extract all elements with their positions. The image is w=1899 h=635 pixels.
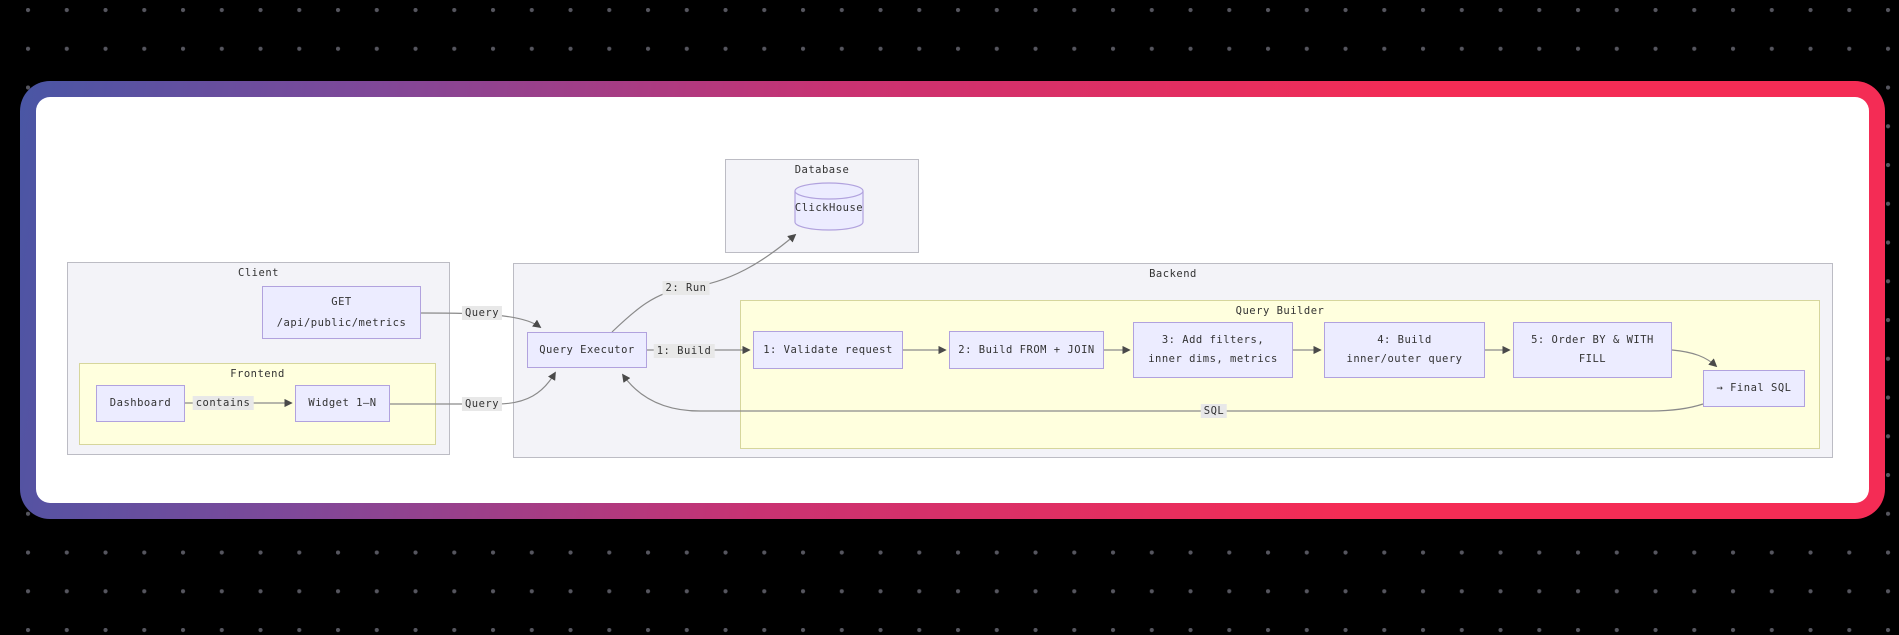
node-final-sql-label: → Final SQL [1716, 382, 1792, 394]
cluster-query-builder-title: Query Builder [1235, 305, 1325, 317]
node-widget: Widget 1–N [295, 385, 390, 422]
edge-label-build: 1: Build [653, 344, 715, 358]
node-step5-line2: FILL [1578, 353, 1607, 365]
edge-label-run: 2: Run [662, 281, 710, 295]
node-clickhouse-label: ClickHouse [794, 202, 864, 214]
node-query-executor: Query Executor [527, 332, 647, 368]
node-clickhouse: ClickHouse [794, 182, 864, 232]
edge-label-query-get: Query [461, 306, 503, 320]
node-widget-label: Widget 1–N [308, 397, 377, 409]
edge-label-sql: SQL [1200, 404, 1228, 418]
node-step1-validate: 1: Validate request [753, 331, 903, 369]
edge-step5-to-finalsql [1671, 349, 1718, 368]
node-query-executor-label: Query Executor [539, 343, 635, 356]
node-step4-line1: 4: Build [1377, 334, 1432, 346]
node-dashboard-label: Dashboard [109, 397, 172, 409]
node-dashboard: Dashboard [96, 385, 185, 422]
cluster-frontend-title: Frontend [230, 368, 285, 380]
cluster-client-title: Client [238, 267, 279, 279]
node-final-sql: → Final SQL [1703, 370, 1805, 407]
node-get-endpoint-line1: GET [331, 295, 352, 308]
node-get-endpoint: GET /api/public/metrics [262, 286, 421, 339]
node-step5-line1: 5: Order BY & WITH [1531, 334, 1654, 346]
node-step1-label: 1: Validate request [763, 343, 893, 356]
edge-finalsql-to-executor [622, 373, 1704, 412]
cluster-backend-title: Backend [1149, 268, 1197, 280]
node-step3-line2: inner dims, metrics [1148, 353, 1278, 365]
node-step3-add-filters: 3: Add filters, inner dims, metrics [1133, 322, 1293, 378]
cluster-database: Database [725, 159, 919, 253]
database-cylinder-icon [794, 182, 864, 231]
node-step2-label: 2: Build FROM + JOIN [958, 343, 1095, 356]
cluster-database-title: Database [794, 164, 850, 176]
node-step5-order-by-with-fill: 5: Order BY & WITH FILL [1513, 322, 1672, 378]
node-step3-line1: 3: Add filters, [1161, 334, 1265, 346]
node-step2-build-from-join: 2: Build FROM + JOIN [949, 331, 1104, 369]
node-step4-line2: inner/outer query [1346, 353, 1463, 365]
node-step4-build-inner-outer: 4: Build inner/outer query [1324, 322, 1485, 378]
edge-label-query-widget: Query [461, 397, 503, 411]
node-get-endpoint-line2: /api/public/metrics [276, 316, 407, 329]
edge-label-contains: contains [192, 396, 254, 410]
